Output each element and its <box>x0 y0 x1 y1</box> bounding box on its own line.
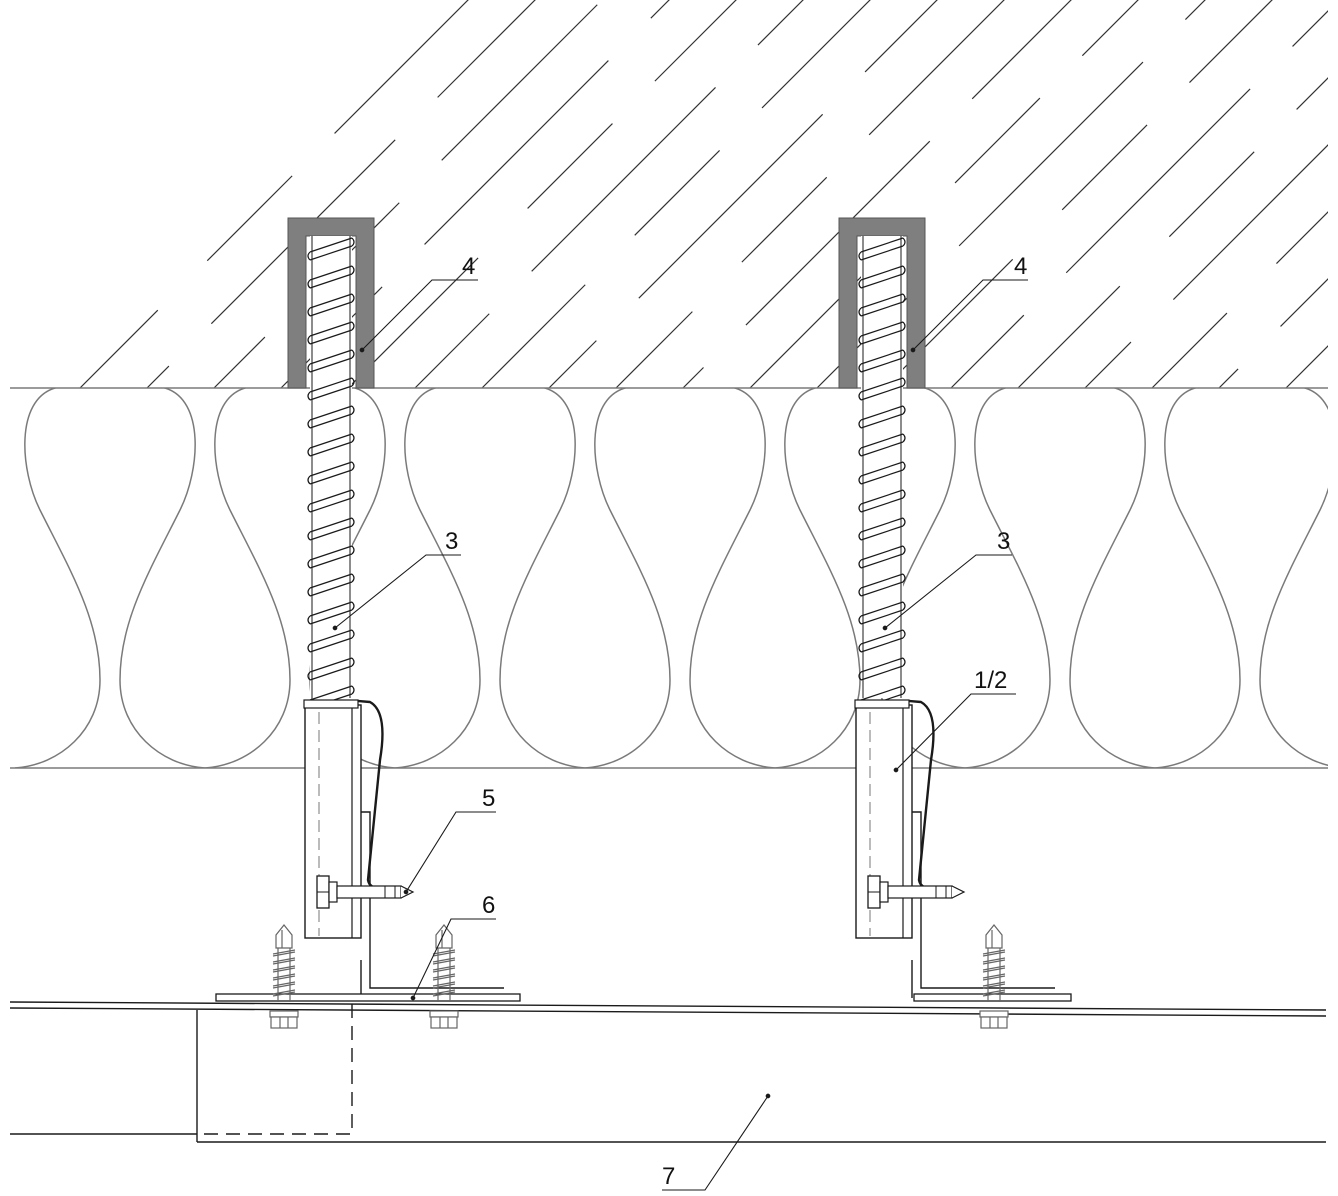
hatch-line <box>213 0 603 388</box>
insulation-curve <box>689 388 776 768</box>
self-drilling-screw <box>269 924 299 1029</box>
wall-hatch <box>79 0 1328 388</box>
insulation-curve <box>119 388 206 768</box>
self-drilling-screw <box>429 924 459 1029</box>
plastic-sleeve <box>838 217 926 389</box>
anchor-assembly-left <box>287 217 504 998</box>
l-bracket <box>361 811 504 989</box>
hatch-line <box>682 0 1072 388</box>
anchor-rod-body <box>310 236 352 698</box>
insulation-curve <box>584 388 671 768</box>
callout-3-left: 3 <box>445 528 458 555</box>
plastic-sleeve <box>287 217 375 389</box>
self-drilling-screw <box>979 924 1009 1029</box>
hatch-line <box>481 0 871 388</box>
hatch-line <box>950 10 1328 388</box>
hatch-line <box>1151 211 1328 388</box>
callout-4-right: 4 <box>1014 253 1027 280</box>
hatch-line <box>414 0 804 388</box>
hatch-line <box>1017 77 1328 388</box>
callout-leaders <box>332 279 1028 1191</box>
bolt-shank <box>336 885 402 899</box>
hatch-line <box>347 0 737 388</box>
hatch-line <box>749 0 1139 388</box>
hatch-line <box>1285 345 1328 388</box>
insulation-layer <box>14 388 1328 768</box>
callout-4-left: 4 <box>462 253 475 280</box>
insulation-curve <box>625 388 735 389</box>
insulation-curve <box>435 388 545 389</box>
anchor-rod-thread <box>858 237 906 709</box>
mounting-plate-right <box>913 993 1072 1002</box>
callout-1-2: 1/2 <box>974 667 1007 694</box>
insulation-curve <box>499 388 586 768</box>
hatch-line <box>1218 278 1328 388</box>
insulation-curve <box>1069 388 1156 768</box>
hatch-line <box>883 0 1273 388</box>
insulation-curve <box>1259 388 1328 766</box>
insulation-curve <box>394 388 481 768</box>
self-drilling-screws <box>269 924 1009 1029</box>
callout-7: 7 <box>662 1163 675 1190</box>
hatch-line <box>146 0 536 388</box>
bolt-shank <box>887 885 953 899</box>
hatch-line <box>615 0 1005 388</box>
callout-5: 5 <box>482 785 495 812</box>
hatch-line <box>548 0 938 388</box>
insulation-curve <box>204 388 291 768</box>
hatch-line <box>79 0 469 388</box>
insulation-curve <box>964 388 1051 768</box>
insulation-curve <box>14 388 101 768</box>
callout-6: 6 <box>482 892 495 919</box>
callout-3-right: 3 <box>997 528 1010 555</box>
mounting-plate-left <box>215 993 521 1002</box>
insulation-curve <box>1154 388 1241 768</box>
anchor-rod-body <box>861 236 903 698</box>
insulation-curve <box>774 388 861 768</box>
anchor-assembly-right <box>838 217 1055 998</box>
vertical-profile <box>9 1001 1327 1143</box>
hatch-line <box>1084 144 1328 388</box>
